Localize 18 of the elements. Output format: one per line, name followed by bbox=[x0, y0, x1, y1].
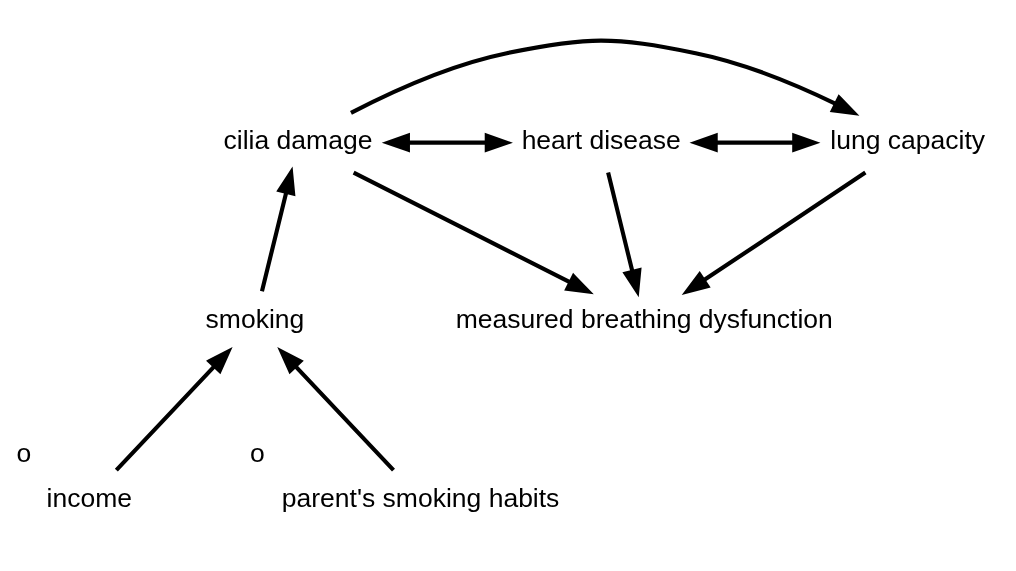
arrow bbox=[606, 172, 642, 298]
arrow bbox=[352, 170, 594, 295]
node-text: heart disease bbox=[521, 124, 681, 155]
arrow bbox=[350, 38, 860, 116]
node-text: cilia damage bbox=[223, 124, 373, 155]
arrow bbox=[689, 132, 821, 153]
node-text: parent's smoking habits bbox=[281, 482, 560, 513]
node-text: smoking bbox=[205, 303, 305, 334]
node-label: o bbox=[250, 438, 265, 469]
arrow bbox=[277, 346, 395, 472]
node-text: income bbox=[46, 482, 132, 513]
arrow bbox=[114, 346, 233, 472]
node-label: o bbox=[16, 438, 32, 469]
node-text: lung capacity bbox=[830, 124, 986, 155]
arrow bbox=[381, 132, 513, 153]
arrow bbox=[681, 170, 867, 295]
arrow bbox=[259, 166, 296, 292]
node-text: measured breathing dysfunction bbox=[455, 303, 833, 334]
